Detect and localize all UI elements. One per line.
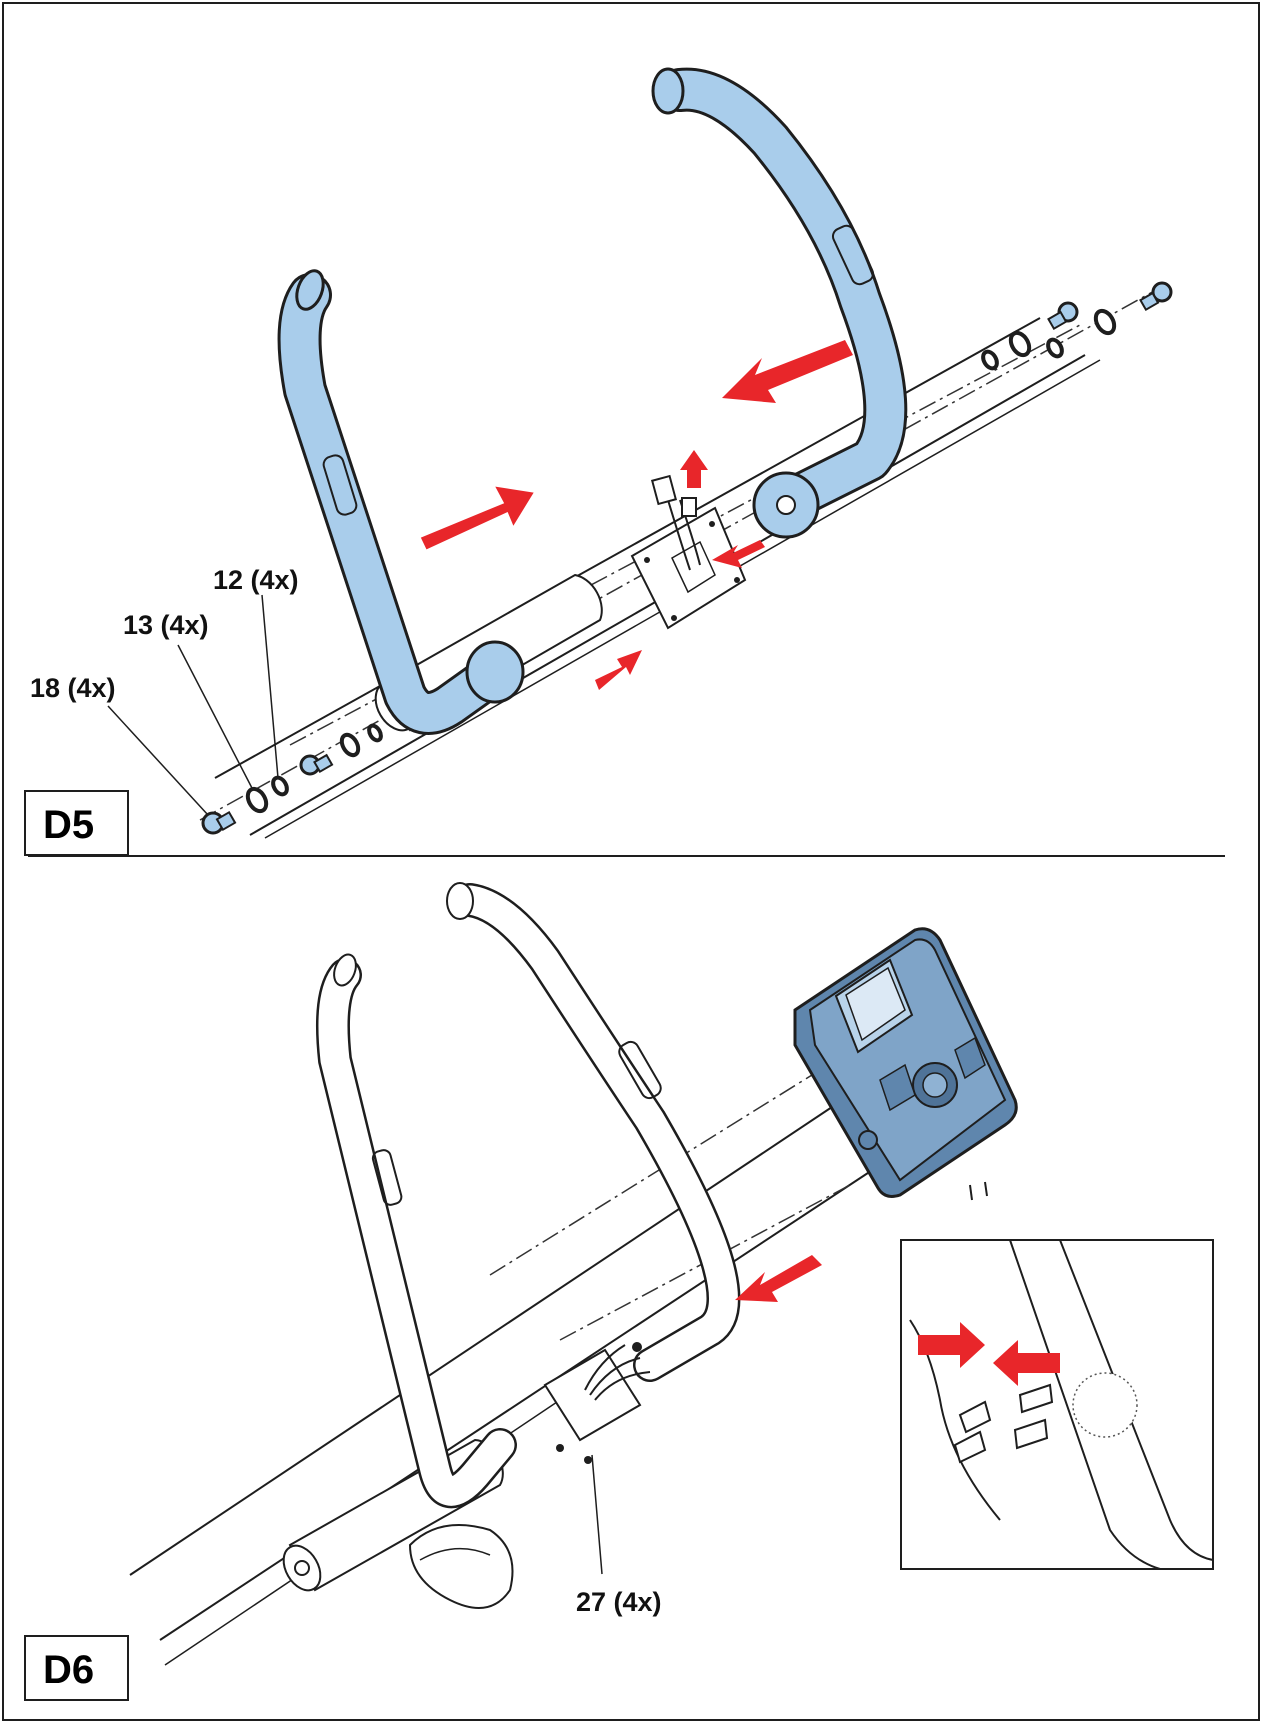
direction-arrows-d5: [420, 340, 853, 690]
bottle-holder: [408, 1524, 514, 1609]
panel-d6: 27 (4x) D6: [24, 882, 1214, 1701]
console-unit: [793, 927, 1018, 1201]
detail-inset: [900, 1239, 1214, 1570]
fasteners-right-d5: [981, 281, 1173, 371]
direction-arrow-d6: [735, 1255, 822, 1302]
leader-lines-d5: [107, 594, 279, 816]
right-handlebar-d6: [446, 882, 741, 1382]
fasteners-left-d5: [201, 723, 383, 835]
left-handlebar-d6: [315, 953, 517, 1509]
step-box-d6: [24, 1635, 129, 1701]
left-handlebar-d5: [277, 269, 525, 735]
callout-12: 12 (4x): [213, 565, 299, 595]
right-handlebar-d5: [651, 67, 908, 539]
leader-line-27: [591, 1454, 603, 1575]
step-label-d5: D5: [43, 803, 94, 847]
step-label-d6: D6: [43, 1648, 94, 1692]
callout-13: 13 (4x): [123, 610, 209, 640]
callout-27: 27 (4x): [576, 1587, 662, 1617]
mounting-plate-d5: [630, 474, 747, 630]
callout-18: 18 (4x): [30, 673, 116, 703]
step-box-d5: [24, 790, 129, 856]
inset-arrow-left: [993, 1340, 1060, 1386]
panel-d5: 12 (4x) 13 (4x) 18 (4x) D5: [24, 67, 1173, 856]
inset-arrow-right: [918, 1322, 985, 1368]
mounting-plate-d6: [543, 1342, 651, 1464]
